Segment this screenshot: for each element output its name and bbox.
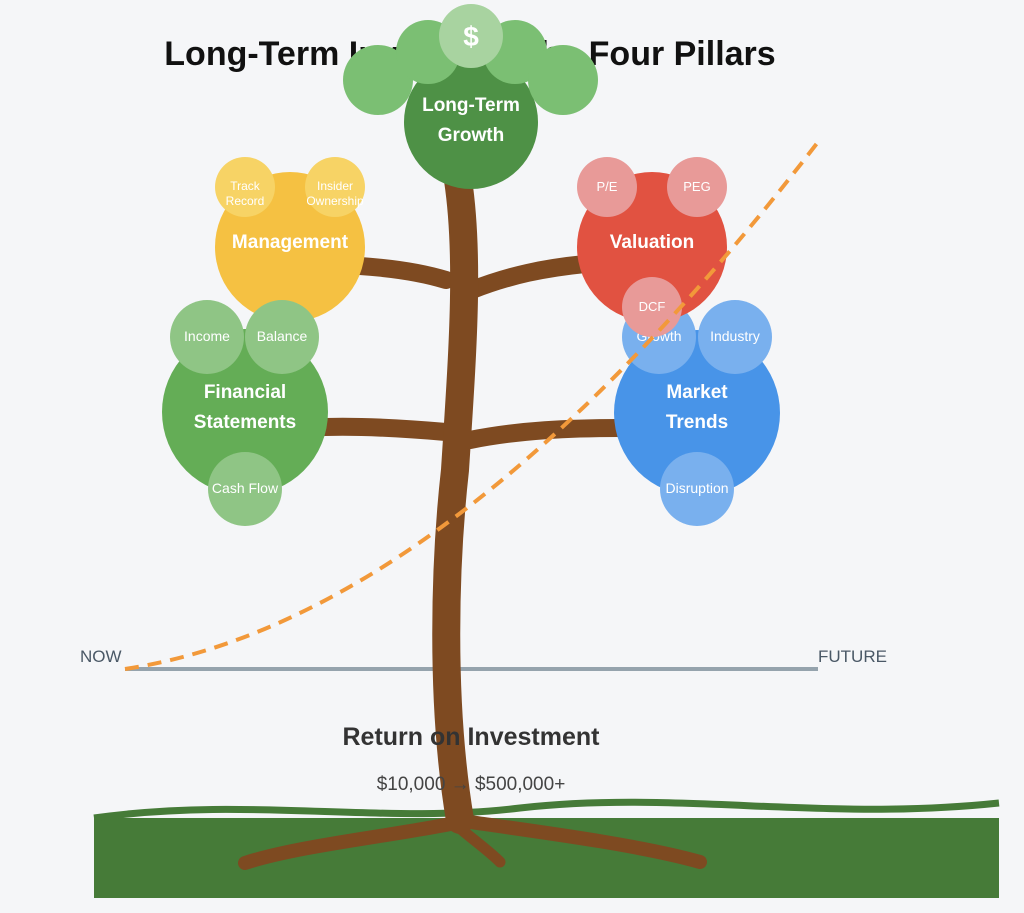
roi-range: $10,000 → $500,000+ — [377, 774, 566, 795]
ground — [93, 798, 1000, 898]
financial-sub-cash-flow — [208, 452, 282, 526]
valuation-sub-pe — [577, 157, 637, 217]
timeline-start-label: NOW — [80, 647, 122, 666]
valuation-sub-label-peg: PEG — [683, 179, 710, 194]
pillar-financial-statements[interactable]: Financial Statements Income Balance Cash… — [162, 300, 328, 526]
market-sub-industry — [698, 300, 772, 374]
dollar-symbol: $ — [463, 21, 479, 52]
crown-long-term-growth[interactable]: $ Long-Term Growth — [343, 4, 598, 189]
crown-node — [404, 55, 538, 189]
timeline-end-label: FUTURE — [818, 647, 887, 666]
management-sub-label-1a: Track — [230, 179, 261, 193]
branch-management — [351, 257, 455, 289]
market-label-line1: Market — [666, 382, 728, 403]
timeline: NOW FUTURE — [80, 647, 887, 671]
valuation-sub-peg — [667, 157, 727, 217]
financial-sub-label-income: Income — [184, 328, 230, 344]
valuation-label: Valuation — [610, 232, 694, 253]
roi-block: Return on Investment $10,000 → $500,000+ — [343, 723, 601, 795]
management-label: Management — [232, 232, 349, 253]
dollar-icon — [439, 4, 503, 68]
pillar-market-trends[interactable]: Market Trends Growth Industry Disruption — [614, 300, 780, 526]
ground-edge — [93, 798, 1000, 822]
branch-market — [461, 419, 629, 449]
financial-sub-balance — [245, 300, 319, 374]
growth-curve — [124, 140, 820, 671]
financial-label-line1: Financial — [204, 382, 286, 403]
crown-leaf-1 — [343, 45, 413, 115]
financial-sub-label-cash-flow: Cash Flow — [212, 480, 279, 496]
crown-leaf-4 — [528, 45, 598, 115]
market-sub-disruption — [660, 452, 734, 526]
management-sub-label-2a: Insider — [317, 179, 353, 193]
financial-sub-income — [170, 300, 244, 374]
management-sub-track-record — [215, 157, 275, 217]
valuation-sub-label-dcf: DCF — [639, 299, 666, 314]
market-sub-label-disruption: Disruption — [665, 480, 728, 496]
roots — [238, 815, 707, 870]
branches — [316, 255, 629, 449]
tree-trunk — [432, 166, 479, 834]
management-sub-label-2b: Ownership — [306, 194, 364, 208]
crown-label-line2: Growth — [438, 125, 505, 146]
management-sub-label-1b: Record — [226, 194, 265, 208]
branch-financial — [316, 417, 455, 441]
crown-label-line1: Long-Term — [422, 95, 520, 116]
pillar-management[interactable]: Management Track Record Insider Ownershi… — [215, 157, 365, 322]
market-label-line2: Trends — [666, 412, 728, 433]
financial-label-line2: Statements — [194, 412, 296, 433]
valuation-sub-label-pe: P/E — [597, 179, 618, 194]
pillar-valuation[interactable]: Valuation P/E PEG DCF — [577, 157, 727, 337]
roi-title: Return on Investment — [343, 723, 601, 751]
branch-valuation — [463, 255, 594, 299]
market-sub-label-industry: Industry — [710, 328, 760, 344]
financial-sub-label-balance: Balance — [257, 328, 308, 344]
management-sub-insider-ownership — [305, 157, 365, 217]
